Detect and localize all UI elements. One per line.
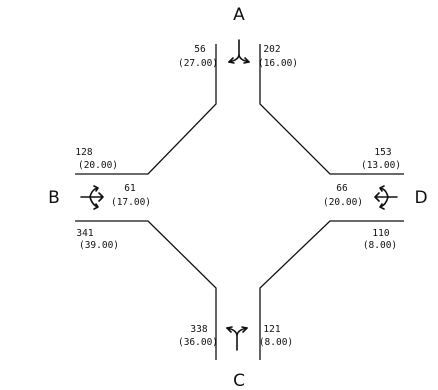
volume-count: 110 xyxy=(372,228,389,239)
volume-percent: (36.00) xyxy=(178,337,218,348)
volume-percent: (8.00) xyxy=(363,240,397,251)
volume-b-in: 61 (17.00) xyxy=(111,183,151,208)
volume-count: 338 xyxy=(190,324,207,335)
volume-a-in: 56 (27.00) xyxy=(178,44,218,69)
split-arrow-down-icon xyxy=(228,39,250,64)
road-outline xyxy=(75,44,404,360)
volume-count: 61 xyxy=(124,183,136,194)
volume-percent: (20.00) xyxy=(78,160,118,171)
approach-label-b: B xyxy=(48,188,60,208)
volume-b-out: 128 (20.00) xyxy=(75,147,118,171)
volume-count: 66 xyxy=(336,183,348,194)
split-arrow-left-icon xyxy=(374,185,398,210)
volume-count: 128 xyxy=(75,147,92,158)
volume-count: 202 xyxy=(263,44,280,55)
volume-d-in: 66 (20.00) xyxy=(323,183,363,208)
volume-count: 56 xyxy=(194,44,206,55)
volume-percent: (16.00) xyxy=(258,58,298,69)
volume-a-out: 202 (16.00) xyxy=(258,44,298,69)
volume-d-out: 153 (13.00) xyxy=(361,147,401,171)
volume-percent: (20.00) xyxy=(323,197,363,208)
volume-percent: (13.00) xyxy=(361,160,401,171)
volume-percent: (39.00) xyxy=(79,240,119,251)
volume-count: 153 xyxy=(374,147,391,158)
volume-d-in2: 110 (8.00) xyxy=(363,228,397,251)
volume-count: 341 xyxy=(76,228,93,239)
volume-c-in: 338 (36.00) xyxy=(178,324,218,348)
approach-label-c: C xyxy=(233,371,245,390)
volume-c-out: 121 (8.00) xyxy=(259,324,293,348)
split-arrow-right-icon xyxy=(80,185,104,210)
approach-label-a: A xyxy=(233,5,245,25)
volume-count: 121 xyxy=(263,324,280,335)
split-arrow-up-icon xyxy=(226,326,248,351)
approach-label-d: D xyxy=(414,188,427,208)
volume-b-in2: 341 (39.00) xyxy=(76,228,119,251)
volume-percent: (27.00) xyxy=(178,58,218,69)
volume-percent: (8.00) xyxy=(259,337,293,348)
volume-percent: (17.00) xyxy=(111,197,151,208)
